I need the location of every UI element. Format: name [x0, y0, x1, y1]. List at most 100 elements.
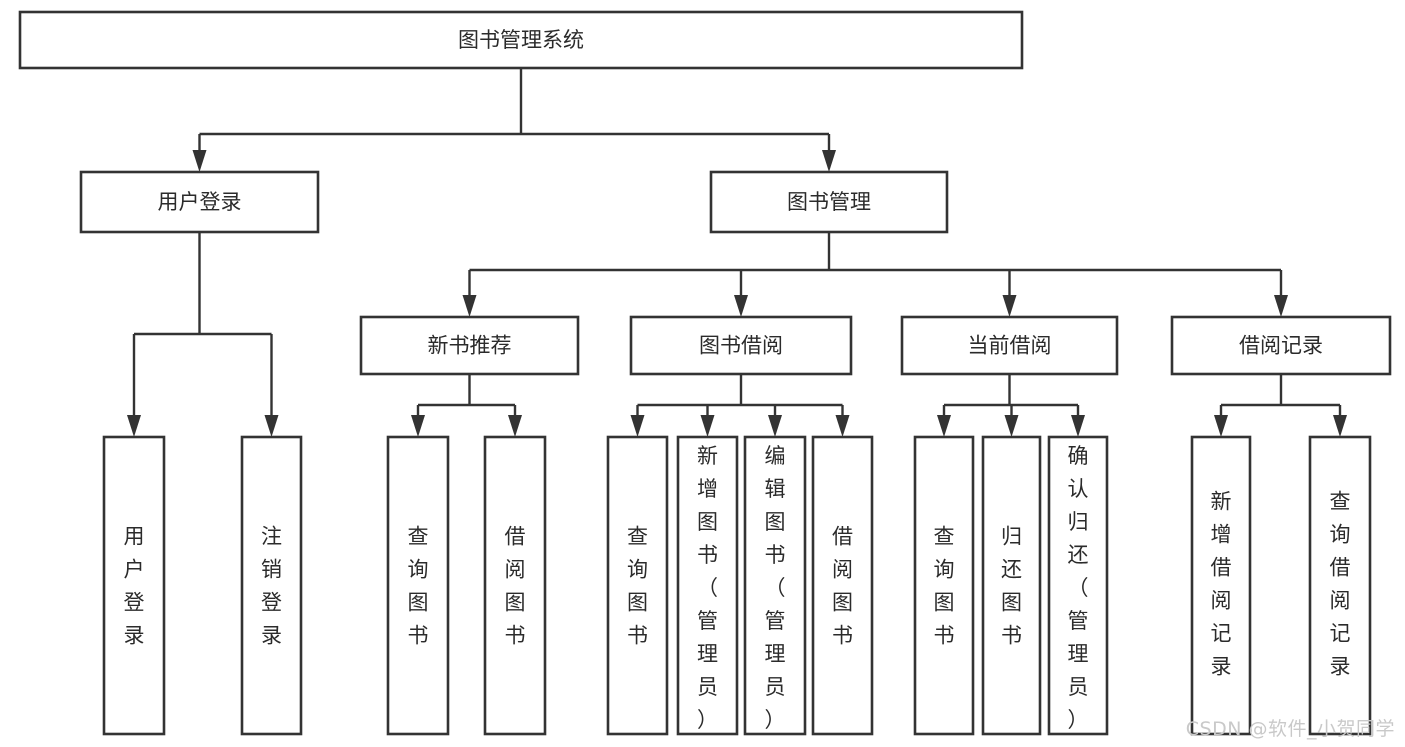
node-box-outline [386, 435, 450, 736]
arrow-head-icon [734, 295, 748, 317]
node-label-char: 询 [1330, 523, 1351, 547]
arrow-head-icon [835, 415, 850, 437]
node-box-outline [606, 435, 669, 736]
arrow-head-icon [1214, 415, 1228, 437]
node-label-char: 阅 [1330, 589, 1351, 613]
node-label-char: 书 [832, 624, 853, 648]
node-label-char: 新 [1211, 490, 1232, 514]
arrow-head-icon [822, 150, 836, 172]
arrow-head-icon [264, 415, 279, 437]
node-label: 借阅记录 [1239, 334, 1323, 358]
node-label: 图书管理 [787, 190, 871, 214]
watermark-text: CSDN @软件_小贺同学 [1185, 718, 1395, 740]
node-label-char: ） [765, 708, 786, 732]
node-label-char: 增 [1211, 523, 1232, 547]
node-label-char: （ [1068, 576, 1089, 600]
arrow-head-icon [1274, 295, 1288, 317]
node-root-图书管理系统[interactable]: 图书管理系统 [18, 10, 1024, 70]
arrow-head-icon [192, 150, 207, 172]
node-label-char: 书 [408, 624, 429, 648]
node-label: 图书借阅 [699, 334, 783, 358]
node-box-outline [18, 10, 1024, 70]
node-label-char: 还 [1001, 558, 1022, 582]
node-label-char: 增 [697, 477, 718, 501]
node-label-char: 书 [934, 624, 955, 648]
node-box-outline [1047, 435, 1109, 736]
arrow-head-icon [700, 415, 715, 437]
node-label-char: 图 [627, 591, 648, 615]
node-label-char: 管 [765, 609, 786, 633]
node-label-char: 理 [697, 642, 718, 666]
node-book-borrow[interactable]: 图书借阅 [629, 315, 853, 376]
node-label-char: 还 [1068, 543, 1089, 567]
node-box-outline [79, 170, 320, 234]
node-label-char: （ [697, 576, 718, 600]
node-box-outline [676, 435, 739, 736]
node-label-char: 用 [124, 525, 145, 549]
node-box-outline [1308, 435, 1372, 736]
node-label-char: 理 [1068, 642, 1089, 666]
node-label-char: （ [765, 576, 786, 600]
node-book-manage[interactable]: 图书管理 [709, 170, 949, 234]
node-label-char: 录 [261, 624, 282, 648]
node-box-outline [913, 435, 975, 736]
node-box-outline [1170, 315, 1392, 376]
node-box-outline [709, 170, 949, 234]
node-label-char: 借 [1211, 556, 1232, 580]
node-label-char: 录 [1330, 655, 1351, 679]
node-label-char: 图 [408, 591, 429, 615]
node-label-char: 登 [261, 591, 282, 615]
node-label-char: 确 [1068, 444, 1089, 468]
node-label-char: ） [1068, 708, 1089, 732]
node-label-char: 员 [697, 675, 718, 699]
connectors-layer [127, 68, 1347, 437]
node-label-char: 借 [505, 525, 526, 549]
node-leaf-user-login[interactable]: 用户登录 [102, 435, 166, 736]
node-box-outline [359, 315, 580, 376]
node-new-book-rec[interactable]: 新书推荐 [359, 315, 580, 376]
node-current-borrow[interactable]: 当前借阅 [900, 315, 1119, 376]
node-label-char: 图 [832, 591, 853, 615]
node-label-char: 询 [934, 558, 955, 582]
node-label-char: 书 [505, 624, 526, 648]
boxes-layer: 图书管理系统用户登录图书管理新书推荐图书借阅当前借阅借阅记录用户登录注销登录查询… [18, 10, 1392, 736]
node-label-char: 归 [1068, 510, 1089, 534]
arrow-head-icon [1004, 415, 1019, 437]
arrow-head-icon [1333, 415, 1347, 437]
arrow-head-icon [1002, 295, 1017, 317]
node-label: 用户登录 [158, 190, 242, 214]
node-box-outline [629, 315, 853, 376]
node-box-outline [102, 435, 166, 736]
node-label: 新书推荐 [428, 334, 512, 358]
node-label-char: 记 [1330, 622, 1351, 646]
arrow-head-icon [462, 295, 477, 317]
node-label-char: 理 [765, 642, 786, 666]
node-label-char: 注 [261, 525, 282, 549]
node-label-char: 阅 [832, 558, 853, 582]
node-label-char: 图 [1001, 591, 1022, 615]
node-label-char: 查 [408, 525, 429, 549]
node-label-char: 归 [1001, 525, 1022, 549]
node-label-char: 员 [1068, 675, 1089, 699]
node-borrow-record[interactable]: 借阅记录 [1170, 315, 1392, 376]
node-label-char: 查 [627, 525, 648, 549]
node-label-char: 书 [627, 624, 648, 648]
node-box-outline [483, 435, 547, 736]
node-user-login[interactable]: 用户登录 [79, 170, 320, 234]
arrow-head-icon [508, 415, 522, 437]
node-box-outline [900, 315, 1119, 376]
node-box-outline [240, 435, 303, 736]
